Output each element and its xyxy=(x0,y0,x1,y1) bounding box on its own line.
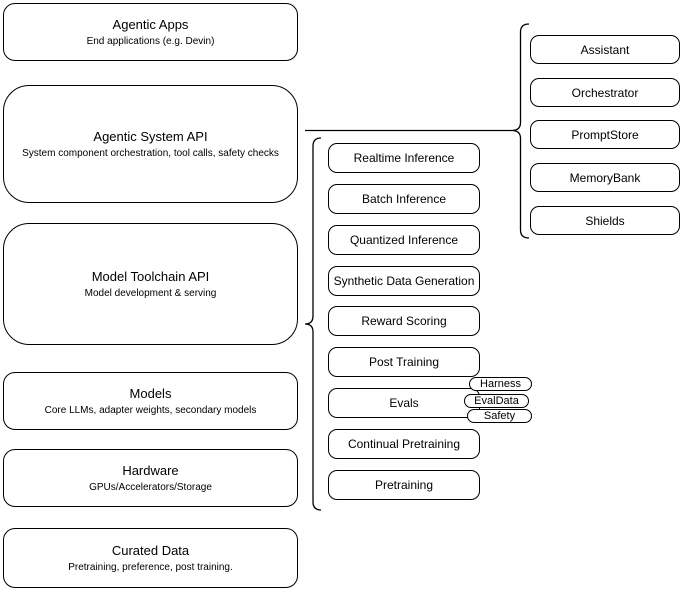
node-shields[interactable]: Shields xyxy=(530,206,680,235)
node-models[interactable]: Models Core LLMs, adapter weights, secon… xyxy=(3,372,298,430)
node-curated-data[interactable]: Curated Data Pretraining, preference, po… xyxy=(3,528,298,588)
node-subtitle: Pretraining, preference, post training. xyxy=(68,561,233,573)
system-components-brace xyxy=(511,23,530,239)
tag-safety[interactable]: Safety xyxy=(467,409,532,423)
node-orchestrator[interactable]: Orchestrator xyxy=(530,78,680,107)
node-assistant[interactable]: Assistant xyxy=(530,35,680,64)
node-title: Model Toolchain API xyxy=(91,268,210,284)
node-title: Curated Data xyxy=(111,542,190,558)
node-post-training[interactable]: Post Training xyxy=(328,347,480,377)
node-subtitle: Model development & serving xyxy=(84,287,217,299)
node-reward-scoring[interactable]: Reward Scoring xyxy=(328,306,480,336)
node-model-toolchain-api[interactable]: Model Toolchain API Model development & … xyxy=(3,223,298,345)
node-agentic-system-api[interactable]: Agentic System API System component orch… xyxy=(3,85,298,203)
node-title: Agentic Apps xyxy=(112,16,189,32)
node-evals[interactable]: Evals xyxy=(328,388,480,418)
node-subtitle: GPUs/Accelerators/Storage xyxy=(89,481,212,493)
node-batch-inference[interactable]: Batch Inference xyxy=(328,184,480,214)
node-subtitle: End applications (e.g. Devin) xyxy=(86,35,215,47)
tag-harness[interactable]: Harness xyxy=(469,377,532,391)
node-promptstore[interactable]: PromptStore xyxy=(530,120,680,149)
node-hardware[interactable]: Hardware GPUs/Accelerators/Storage xyxy=(3,449,298,507)
node-title: Agentic System API xyxy=(93,128,208,144)
node-agentic-apps[interactable]: Agentic Apps End applications (e.g. Devi… xyxy=(3,3,298,61)
node-subtitle: System component orchestration, tool cal… xyxy=(22,147,279,159)
node-continual-pretraining[interactable]: Continual Pretraining xyxy=(328,429,480,459)
node-subtitle: Core LLMs, adapter weights, secondary mo… xyxy=(44,404,257,416)
toolchain-brace xyxy=(304,137,322,511)
node-quantized-inference[interactable]: Quantized Inference xyxy=(328,225,480,255)
node-title: Hardware xyxy=(122,462,179,478)
node-pretraining[interactable]: Pretraining xyxy=(328,470,480,500)
node-synthetic-data-generation[interactable]: Synthetic Data Generation xyxy=(328,266,480,296)
node-title: Models xyxy=(129,385,172,401)
tag-evaldata[interactable]: EvalData xyxy=(464,394,529,408)
node-realtime-inference[interactable]: Realtime Inference xyxy=(328,143,480,173)
node-memorybank[interactable]: MemoryBank xyxy=(530,163,680,192)
